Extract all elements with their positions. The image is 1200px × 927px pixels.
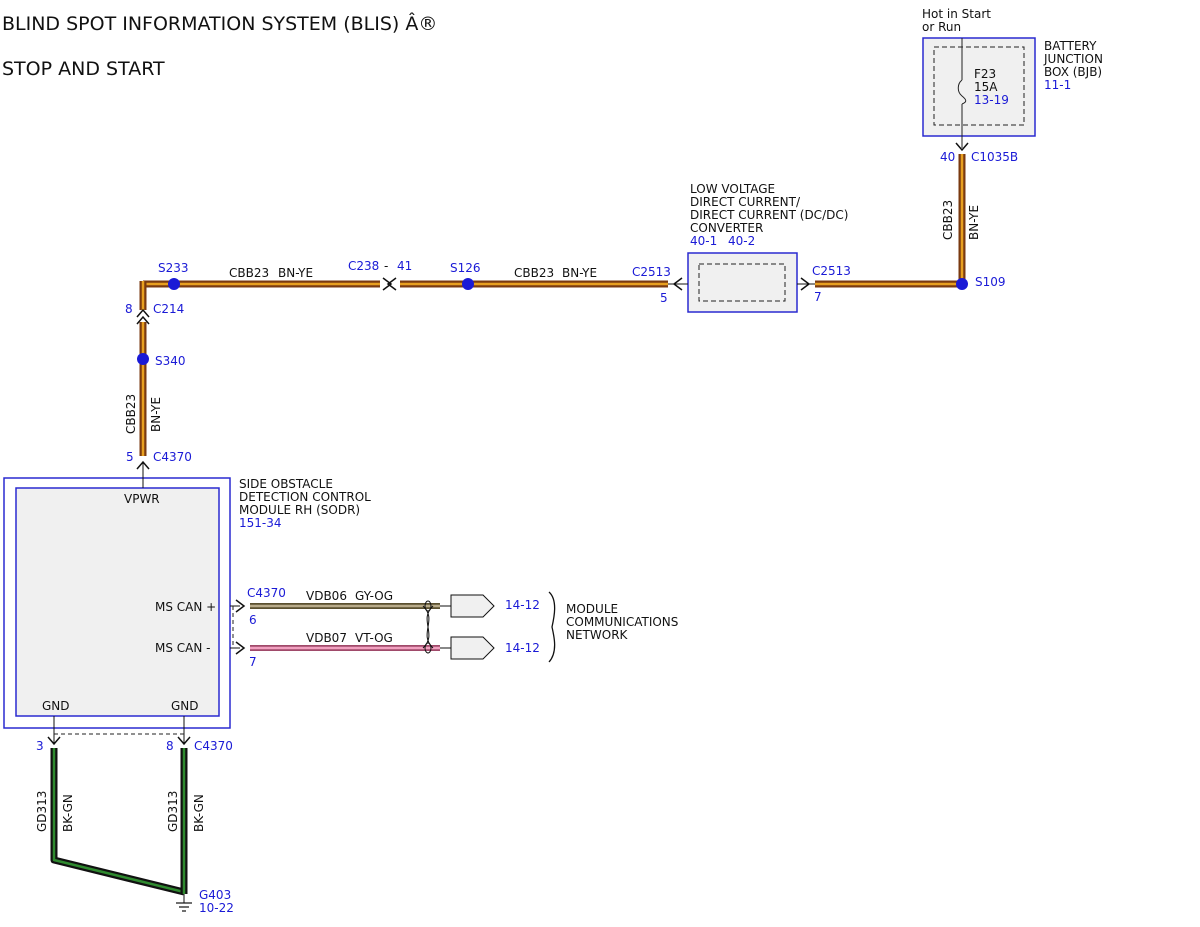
- c1035b-label: C1035B: [971, 150, 1018, 164]
- splice-s109-label: S109: [975, 275, 1006, 289]
- dcdc-pin-in: 7: [814, 290, 822, 304]
- vpwr-connector: C4370: [153, 450, 192, 464]
- network-name-2: COMMUNICATIONS: [566, 615, 678, 629]
- c238-pin: 41: [397, 259, 412, 273]
- can-minus-pin: 7: [249, 655, 257, 669]
- c4370-gnd-right-connector-icon: [177, 736, 191, 746]
- wire-label-bjb-circuit: CBB23: [941, 200, 955, 240]
- splice-s233: [168, 278, 180, 290]
- c214-connector-icon: [136, 308, 150, 318]
- wire-label-vdb07-circuit: VDB07: [306, 631, 347, 645]
- c4370-can-plus-connector-icon: [235, 599, 246, 613]
- bjb-hot-label-1: Hot in Start: [922, 7, 991, 21]
- module-name-1: SIDE OBSTACLE: [239, 477, 333, 491]
- gnd-connector: C4370: [194, 739, 233, 753]
- fuse-icon: [957, 79, 967, 105]
- c4370-can-minus-connector-icon: [235, 641, 246, 655]
- c238-separator: -: [384, 259, 388, 273]
- c214-label: C214: [153, 302, 184, 316]
- dcdc-connector-in: C2513: [812, 264, 851, 278]
- battery-junction-box: [922, 37, 1036, 148]
- bjb-hot-label-2: or Run: [922, 20, 961, 34]
- wire-label-s233-color: BN-YE: [278, 266, 313, 280]
- module-name-2: DETECTION CONTROL: [239, 490, 371, 504]
- dcdc-name-2: DIRECT CURRENT/: [690, 195, 801, 209]
- c1035b-connector-icon: [955, 142, 969, 152]
- sodr-module: [3, 477, 231, 729]
- splice-s340: [137, 353, 149, 365]
- dcdc-name-4: CONVERTER: [690, 221, 763, 235]
- network-brace-icon: [548, 591, 556, 663]
- dcdc-ref-a: 40-1: [690, 234, 717, 248]
- vpwr-pin: 5: [126, 450, 134, 464]
- splice-s340-label: S340: [155, 354, 186, 368]
- bjb-ref: 11-1: [1044, 78, 1071, 92]
- page-reference-plus-icon: [450, 594, 495, 618]
- gnd-label-right: GND: [171, 699, 199, 713]
- c4370-gnd-left-connector-icon: [47, 736, 61, 746]
- c238-connector-icon: [382, 277, 393, 291]
- dcdc-name-1: LOW VOLTAGE: [690, 182, 775, 196]
- can-plus-pin: 6: [249, 613, 257, 627]
- wire-label-c214-circuit: CBB23: [124, 394, 138, 434]
- wire-label-bjb-color: BN-YE: [967, 205, 981, 240]
- module-name-3: MODULE RH (SODR): [239, 503, 360, 517]
- wire-cbb23-bn-ye: [139, 154, 966, 456]
- gnd-label-left: GND: [42, 699, 70, 713]
- dcdc-name-3: DIRECT CURRENT (DC/DC): [690, 208, 848, 222]
- splice-s126: [462, 278, 474, 290]
- dcdc-converter: [668, 252, 815, 313]
- fuse-ref: 13-19: [974, 93, 1009, 107]
- wire-label-vdb06-circuit: VDB06: [306, 589, 347, 603]
- network-name-1: MODULE: [566, 602, 618, 616]
- wire-label-s126-color: BN-YE: [562, 266, 597, 280]
- network-ref-plus: 14-12: [505, 598, 540, 612]
- twisted-pair-icon: [422, 600, 434, 654]
- wire-label-gd313-left-circuit: GD313: [35, 791, 49, 832]
- can-connector: C4370: [247, 586, 286, 600]
- diagram-subtitle: STOP AND START: [2, 58, 165, 80]
- mscan-minus-label: MS CAN -: [155, 641, 211, 655]
- dcdc-connector-out: C2513: [632, 265, 671, 279]
- splice-s126-label: S126: [450, 261, 481, 275]
- dcdc-ref-b: 40-2: [728, 234, 755, 248]
- wire-label-gd313-left-color: BK-GN: [61, 794, 75, 832]
- c1035b-pin: 40: [940, 150, 955, 164]
- wire-label-vdb06-color: GY-OG: [355, 589, 393, 603]
- c238-label: C238: [348, 259, 379, 273]
- wire-label-gd313-right-circuit: GD313: [166, 791, 180, 832]
- ground-id: G403: [199, 888, 231, 902]
- c4370-vpwr-connector-icon: [136, 460, 150, 470]
- wire-label-s233-circuit: CBB23: [229, 266, 269, 280]
- c214-pin: 8: [125, 302, 133, 316]
- fuse-id: F23: [974, 67, 996, 81]
- wire-label-vdb07-color: VT-OG: [355, 631, 393, 645]
- ground-symbol-icon: [176, 894, 192, 912]
- ground-ref: 10-22: [199, 901, 234, 915]
- splice-s109: [956, 278, 968, 290]
- network-name-3: NETWORK: [566, 628, 629, 642]
- fuse-rating: 15A: [974, 80, 998, 94]
- wire-gd313-bk-gn: [50, 748, 188, 896]
- vpwr-label: VPWR: [124, 492, 160, 506]
- gnd-pin-right: 8: [166, 739, 174, 753]
- gnd-pin-left: 3: [36, 739, 44, 753]
- c2513-out-connector-icon: [672, 277, 683, 291]
- wire-label-c214-color: BN-YE: [149, 397, 163, 432]
- dcdc-pin-out: 5: [660, 291, 668, 305]
- splice-s233-label: S233: [158, 261, 189, 275]
- module-ref: 151-34: [239, 516, 282, 530]
- page-reference-minus-icon: [450, 636, 495, 660]
- diagram-title: BLIND SPOT INFORMATION SYSTEM (BLIS) Â®: [2, 12, 437, 35]
- bjb-name-3: BOX (BJB): [1044, 65, 1102, 79]
- c2513-in-connector-icon: [800, 277, 811, 291]
- bjb-name-2: JUNCTION: [1043, 52, 1103, 66]
- bjb-name-1: BATTERY: [1044, 39, 1097, 53]
- wire-label-s126-circuit: CBB23: [514, 266, 554, 280]
- mscan-plus-label: MS CAN +: [155, 600, 216, 614]
- wire-label-gd313-right-color: BK-GN: [192, 794, 206, 832]
- network-ref-minus: 14-12: [505, 641, 540, 655]
